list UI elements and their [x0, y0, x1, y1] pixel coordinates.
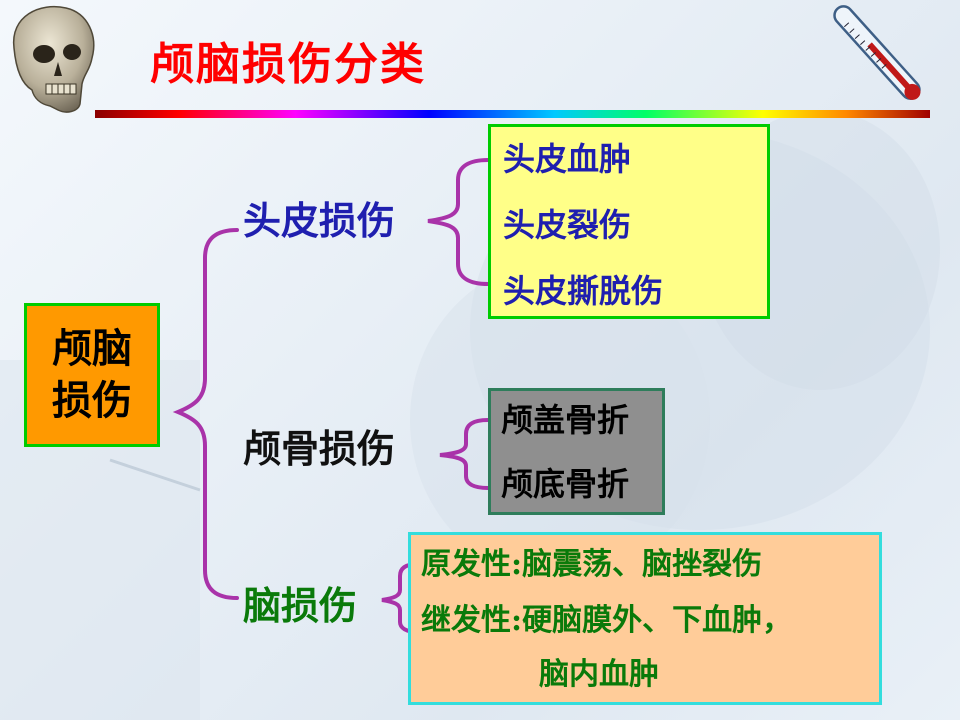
- list-item: 头皮裂伤: [503, 206, 632, 244]
- list-item: 继发性:硬脑膜外、下血肿，: [421, 603, 793, 638]
- branch-scalp-injury: 头皮损伤: [243, 198, 396, 243]
- root-line-1: 颅脑: [52, 325, 132, 372]
- title-underline: [95, 110, 930, 118]
- root-node: 颅脑 损伤: [24, 303, 160, 447]
- brace-skull: [439, 418, 490, 490]
- skull-injury-box: 颅盖骨折 颅底骨折: [488, 388, 665, 515]
- thermometer-icon: [833, 5, 921, 100]
- main-brace: [172, 228, 239, 600]
- list-item: 头皮撕脱伤: [503, 272, 664, 310]
- list-item: 原发性:脑震荡、脑挫裂伤: [421, 547, 763, 582]
- root-line-2: 损伤: [52, 377, 132, 424]
- list-item: 颅底骨折: [501, 465, 630, 503]
- skull-icon: [13, 6, 95, 113]
- brace-brain: [381, 562, 420, 634]
- list-item: 头皮血肿: [503, 140, 632, 178]
- branch-skull-injury: 颅骨损伤: [243, 426, 396, 471]
- list-item: 颅盖骨折: [501, 401, 630, 439]
- slide-title: 颅脑损伤分类: [150, 39, 426, 90]
- scalp-injury-box: 头皮血肿 头皮裂伤 头皮撕脱伤: [488, 124, 770, 319]
- brain-injury-box: 原发性:脑震荡、脑挫裂伤 继发性:硬脑膜外、下血肿， 脑内血肿: [408, 532, 882, 705]
- list-item-continued: 脑内血肿: [539, 657, 659, 692]
- branch-brain-injury: 脑损伤: [243, 583, 358, 628]
- brace-scalp: [427, 158, 490, 286]
